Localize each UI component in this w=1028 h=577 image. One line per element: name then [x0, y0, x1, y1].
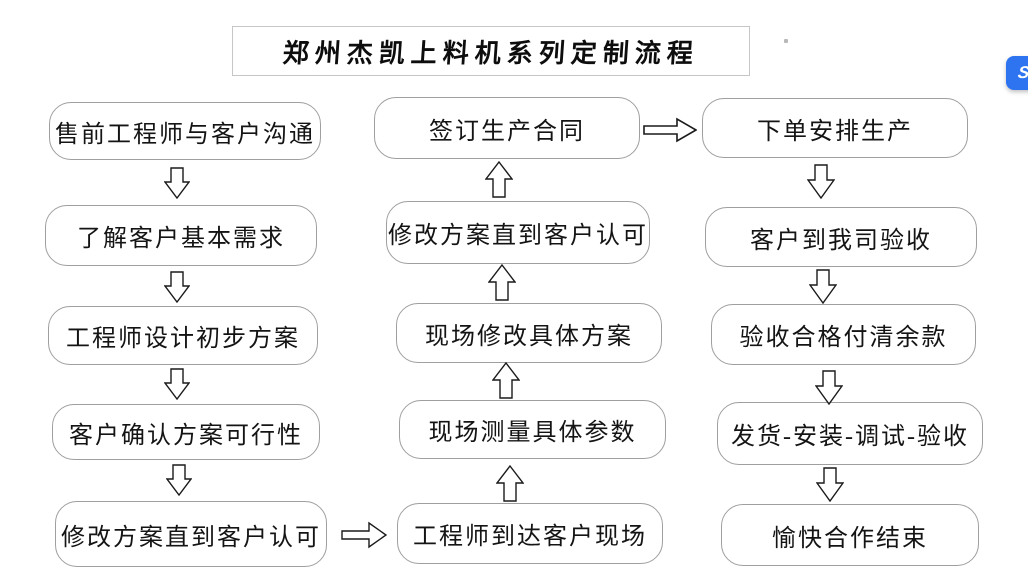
down-arrow-icon [816, 467, 844, 502]
step-onsite-revise-plan: 现场修改具体方案 [396, 303, 662, 363]
step-ship-install-debug-accept: 发货-安装-调试-验收 [717, 402, 983, 465]
up-arrow-icon [496, 465, 524, 502]
step-pay-balance: 验收合格付清余款 [711, 304, 976, 365]
flowchart-title-box: 郑州杰凯上料机系列定制流程 [232, 26, 750, 76]
down-arrow-icon [807, 164, 835, 199]
up-arrow-icon [488, 264, 516, 301]
down-arrow-icon [166, 464, 192, 496]
step-revise-until-approved: 修改方案直到客户认可 [55, 501, 327, 567]
up-arrow-icon [492, 362, 520, 399]
step-sign-contract: 签订生产合同 [374, 97, 640, 159]
floating-app-icon[interactable]: S [1006, 56, 1028, 90]
flowchart-title: 郑州杰凯上料机系列定制流程 [281, 38, 700, 68]
down-arrow-icon [164, 368, 190, 400]
right-arrow-icon [643, 117, 697, 143]
step-engineer-arrive-site: 工程师到达客户现场 [397, 503, 663, 564]
step-understand-needs: 了解客户基本需求 [45, 205, 317, 266]
down-arrow-icon [164, 271, 190, 303]
right-arrow-icon [341, 521, 387, 549]
step-revise-until-approved-2: 修改方案直到客户认可 [386, 201, 650, 264]
step-presales-communication: 售前工程师与客户沟通 [49, 102, 321, 160]
up-arrow-icon [485, 161, 513, 198]
stray-dot [784, 39, 788, 43]
step-initial-design: 工程师设计初步方案 [48, 306, 318, 365]
step-customer-inspection: 客户到我司验收 [705, 207, 977, 267]
down-arrow-icon [815, 370, 843, 405]
step-confirm-feasibility: 客户确认方案可行性 [52, 404, 320, 460]
down-arrow-icon [164, 167, 190, 199]
floating-app-icon-glyph: S [1017, 63, 1028, 82]
step-place-order-production: 下单安排生产 [702, 98, 968, 158]
step-happy-cooperation-end: 愉快合作结束 [721, 504, 979, 566]
down-arrow-icon [809, 269, 837, 304]
step-onsite-measure-params: 现场测量具体参数 [399, 400, 666, 459]
